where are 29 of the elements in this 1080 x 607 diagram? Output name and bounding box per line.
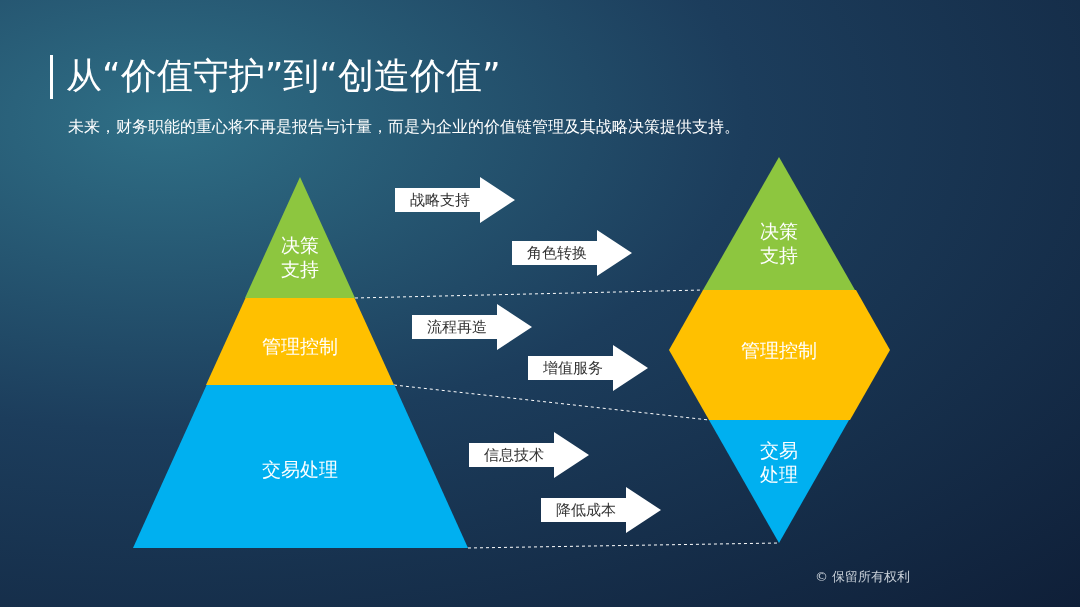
subtitle: 未来，财务职能的重心将不再是报告与计量，而是为企业的价值链管理及其战略决策提供支持。 (68, 117, 740, 138)
arrow-banner (412, 304, 532, 350)
dashed-line (467, 542, 780, 549)
layer-label: 交易处理 (262, 457, 338, 481)
arrow-banner (395, 177, 515, 223)
pyramid-layer (206, 298, 394, 385)
layer-label: 管理控制 (262, 334, 338, 358)
arrow-label: 增值服务 (543, 358, 603, 378)
diamond-layer (709, 420, 849, 543)
diamond-layer (669, 290, 890, 420)
pyramid-layer (245, 177, 355, 298)
title: 从“价值守护”到“创造价值” (66, 54, 501, 98)
arrow-banner (512, 230, 632, 276)
dashed-line (393, 384, 710, 421)
arrow-banner (528, 345, 648, 391)
arrow-banner (541, 487, 661, 533)
arrow-label: 角色转换 (527, 243, 587, 263)
copyright-notice: © 保留所有权利 (815, 568, 911, 586)
layer-label: 管理控制 (741, 338, 817, 362)
arrow-label: 信息技术 (484, 445, 544, 465)
arrow-label: 降低成本 (556, 500, 616, 520)
pyramid-layer (133, 385, 468, 548)
arrow-label: 战略支持 (410, 190, 470, 210)
layer-label: 交易处理 (759, 438, 799, 486)
layer-label: 决策支持 (280, 233, 320, 281)
arrow-label: 流程再造 (427, 317, 487, 337)
arrow-banner (469, 432, 589, 478)
diamond-layer (703, 157, 855, 290)
layer-label: 决策支持 (759, 219, 799, 267)
